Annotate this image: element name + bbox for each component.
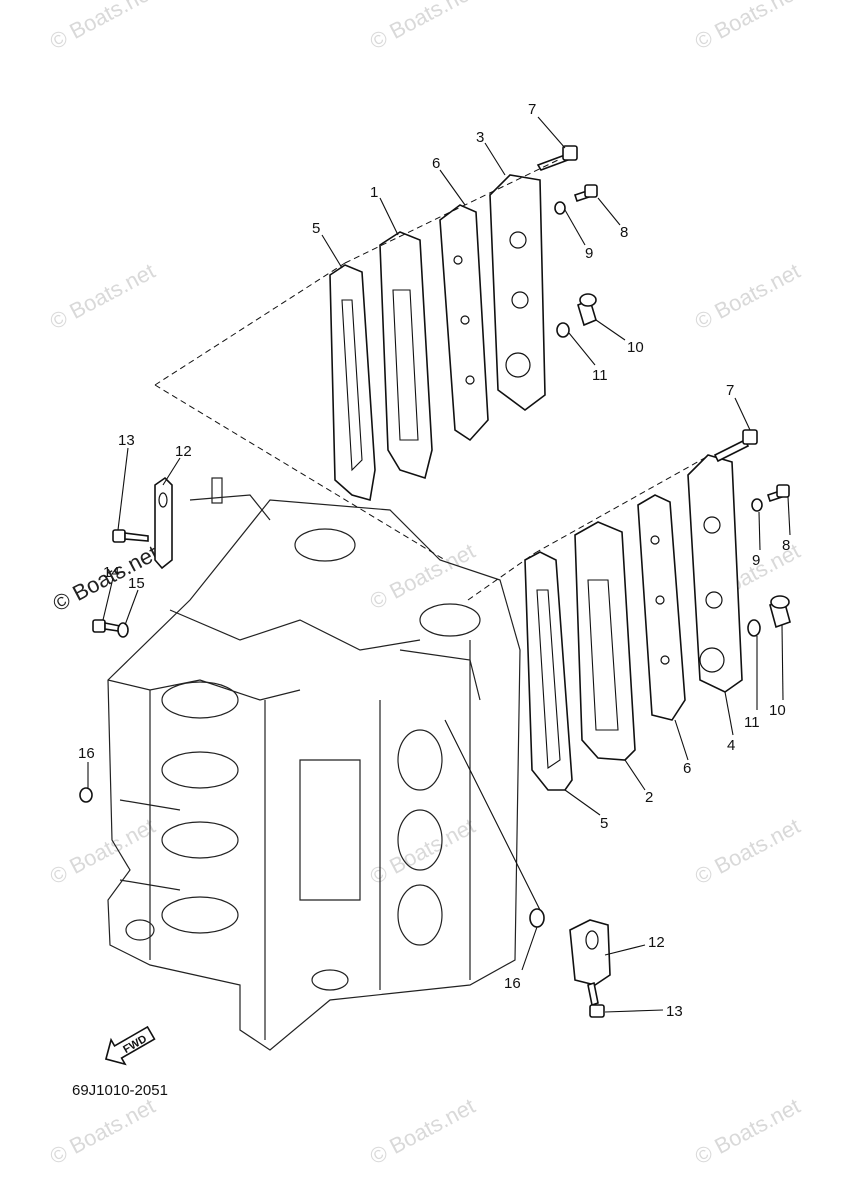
- callout-lower-12: 12: [648, 934, 665, 951]
- bolt-left-14: [92, 619, 106, 633]
- fwd-label: FWD: [121, 1033, 149, 1056]
- upper-parts-group: [154, 145, 598, 561]
- callout-lower-8: 8: [782, 537, 790, 554]
- reed-valve-lower-2: [574, 521, 636, 761]
- callout-upper-1: 1: [370, 184, 378, 201]
- watermark: © Boats.net: [691, 0, 805, 54]
- gasket-lower-6: [637, 494, 686, 721]
- watermark: © Boats.net: [366, 538, 480, 614]
- callout-lower-6: 6: [683, 760, 691, 777]
- callout-lower-7: 7: [726, 382, 734, 399]
- callout-lower-5: 5: [600, 815, 608, 832]
- gasket-upper-5: [329, 264, 376, 502]
- callout-lower-4: 4: [727, 737, 735, 754]
- callout-left-16: 16: [78, 745, 95, 762]
- watermark: © Boats.net: [46, 258, 160, 334]
- watermark: © Boats.net: [691, 1093, 805, 1169]
- watermark: © Boats.net: [691, 813, 805, 889]
- callout-lower-10: 10: [769, 702, 786, 719]
- cylinder-block: [107, 477, 521, 1051]
- watermark-layer: © Boats.net © Boats.net © Boats.net © Bo…: [46, 0, 805, 1169]
- callout-lower-9: 9: [752, 552, 760, 569]
- watermark: © Boats.net: [46, 813, 160, 889]
- reed-valve-upper-1: [379, 231, 433, 480]
- watermark: © Boats.net: [691, 258, 805, 334]
- callout-labels: 7 3 6 1 5 8 9 10 11 13 12 14 15 16 7 8 9…: [78, 101, 790, 1020]
- callout-lower-11: 11: [744, 714, 760, 731]
- washer-lower-11: [747, 619, 761, 637]
- callout-lower-13: 13: [666, 1003, 683, 1020]
- callout-left-14: 14: [103, 564, 120, 581]
- bracket-left-12: [154, 476, 173, 570]
- callout-upper-10: 10: [627, 339, 644, 356]
- bolt-left-13: [112, 529, 126, 543]
- callout-upper-7: 7: [528, 101, 536, 118]
- fwd-direction-arrow: FWD: [104, 1025, 156, 1066]
- lower-parts-group: [444, 429, 791, 1018]
- callout-upper-8: 8: [620, 224, 628, 241]
- bracket-lower-12: [569, 919, 611, 986]
- callout-upper-6: 6: [432, 155, 440, 172]
- leader-lines: [87, 116, 791, 1013]
- callout-upper-5: 5: [312, 220, 320, 237]
- callout-left-15: 15: [128, 575, 145, 592]
- washer-lower-9: [751, 498, 763, 512]
- gasket-lower-5: [524, 551, 573, 791]
- washer-left-15: [117, 622, 129, 638]
- callout-upper-3: 3: [476, 129, 484, 146]
- washer-upper-11: [556, 322, 570, 338]
- watermark: © Boats.net: [366, 0, 480, 54]
- bolt-lower-13: [587, 981, 599, 1007]
- watermark: © Boats.net: [366, 813, 480, 889]
- callout-upper-9: 9: [585, 245, 593, 262]
- plug-left-16: [79, 787, 93, 803]
- callout-upper-11: 11: [592, 367, 608, 384]
- drawing-code: 69J1010-2051: [72, 1082, 168, 1099]
- bolt-lower-7: [713, 438, 750, 463]
- callout-left-12: 12: [175, 443, 192, 460]
- watermark: © Boats.net: [46, 0, 160, 54]
- callout-left-13: 13: [118, 432, 135, 449]
- washer-upper-9: [554, 201, 566, 215]
- callout-lower-16: 16: [504, 975, 521, 992]
- exhaust-cover-lower-4: [687, 454, 743, 693]
- plug-lower-16: [529, 908, 545, 928]
- left-parts-group: [79, 476, 173, 803]
- watermark: © Boats.net: [46, 1093, 160, 1169]
- callout-lower-2: 2: [645, 789, 653, 806]
- watermark: © Boats.net: [366, 1093, 480, 1169]
